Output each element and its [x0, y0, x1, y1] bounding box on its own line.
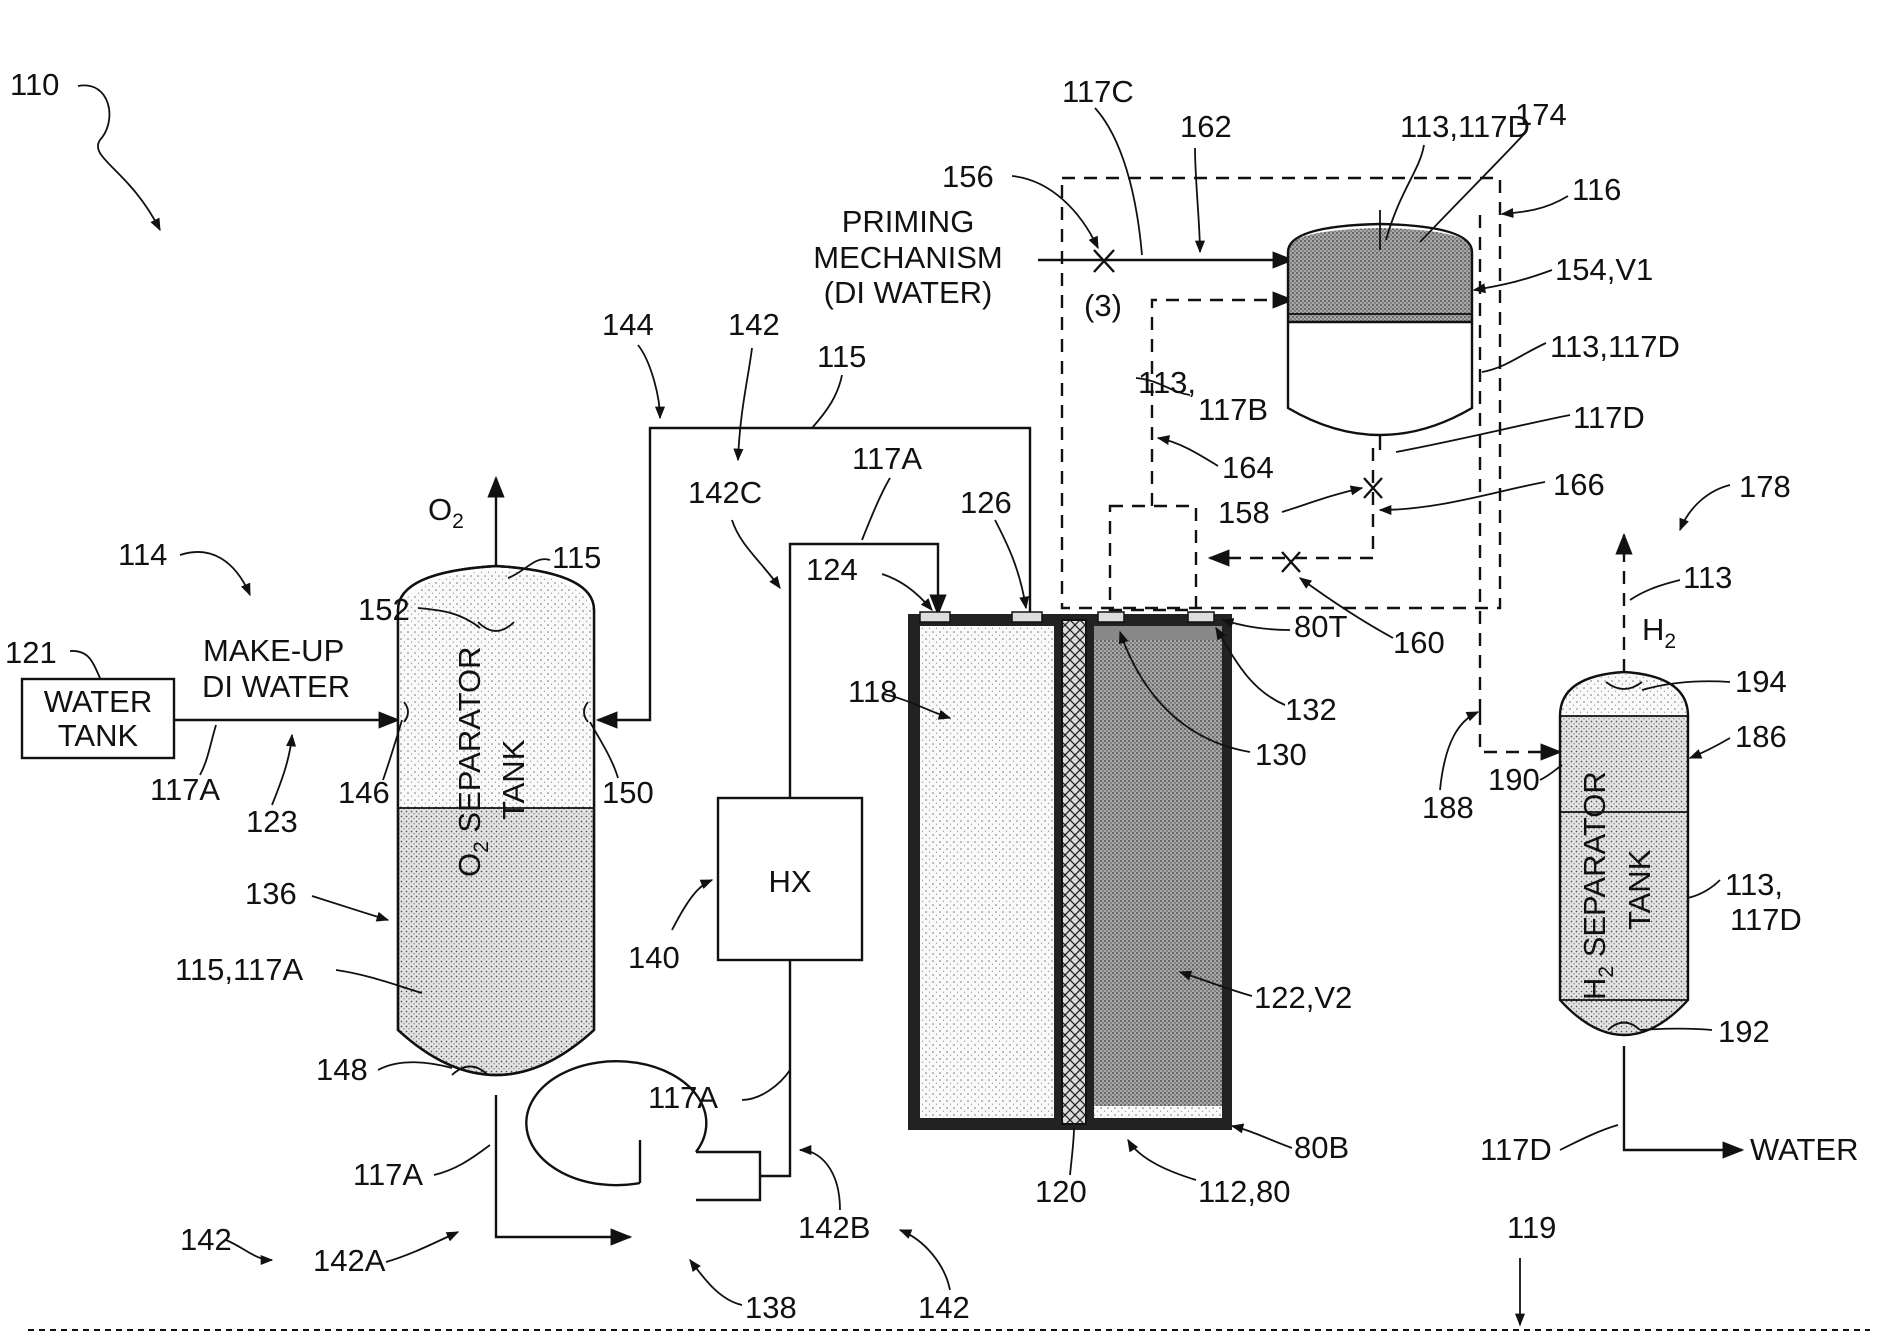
electrolysis-cell: 118 120 112,80 80B 80T 132 130 122,V2: [848, 609, 1352, 1209]
h2-label: H2: [1642, 612, 1676, 653]
ref-113-117B-2: 117B: [1198, 392, 1268, 427]
ref-156: 156: [942, 159, 994, 194]
tank-154-v1: 113,117D 174 116 154,V1 113,117D 117D: [1288, 97, 1680, 452]
ref-115-a: 115: [552, 540, 601, 575]
ref-126: 126: [960, 485, 1012, 520]
ref-113-117D-right-1: 113,: [1725, 867, 1783, 902]
ref-113-117D-mid: 113,117D: [1550, 329, 1680, 364]
priming-label-1: PRIMING: [842, 204, 975, 239]
hx-label: HX: [768, 864, 811, 899]
ref-154-V1: 154,V1: [1555, 252, 1653, 287]
h2-tank-label-1: H2 SEPARATOR: [1577, 771, 1618, 1000]
ref-142-bottom: 142: [918, 1290, 970, 1325]
ref-136: 136: [245, 876, 297, 911]
ref-121: 121: [5, 635, 57, 670]
h2-tank-label-2: TANK: [1622, 849, 1657, 930]
pump-138: 138: [496, 1061, 797, 1325]
water-outlet: WATER 117D: [1480, 1046, 1859, 1167]
ref-130: 130: [1255, 737, 1307, 772]
ref-113-117D-right-2: 117D: [1730, 902, 1802, 937]
ref-117A-a: 117A: [150, 772, 220, 807]
ref-120: 120: [1035, 1174, 1087, 1209]
ref-150: 150: [602, 775, 654, 810]
ref-132: 132: [1285, 692, 1337, 727]
ref-160: 160: [1393, 625, 1445, 660]
ref-164: 164: [1222, 450, 1274, 485]
ref-122-V2: 122,V2: [1254, 980, 1352, 1015]
ref-142B: 142B: [798, 1210, 870, 1245]
valve-count-label: (3): [1084, 288, 1122, 323]
ref-119: 119: [1507, 1210, 1556, 1245]
ref-112-80: 112,80: [1198, 1174, 1291, 1209]
ref-115-117A: 115,117A: [175, 952, 303, 987]
ref-123: 123: [246, 804, 298, 839]
ref-113-117D-top: 113,117D: [1400, 109, 1530, 144]
h2-outlet: H2 113: [1624, 535, 1732, 672]
ref-80T: 80T: [1294, 609, 1347, 644]
ref-142C: 142C: [688, 475, 762, 510]
ref-115-b: 115: [817, 339, 866, 374]
priming-label-2: MECHANISM: [813, 240, 1002, 275]
ref-117D-mid: 117D: [1573, 400, 1645, 435]
ref-146: 146: [338, 775, 390, 810]
ref-178: 178: [1739, 469, 1791, 504]
ref-162: 162: [1180, 109, 1232, 144]
water-tank-label-2: TANK: [58, 718, 139, 753]
ref-117A-c: 117A: [648, 1080, 718, 1115]
ref-117A-d: 117A: [852, 441, 922, 476]
ref-138: 138: [745, 1290, 797, 1325]
ref-190: 190: [1488, 762, 1540, 797]
ref-142-top: 142: [728, 307, 780, 342]
ref-186: 186: [1735, 719, 1787, 754]
ref-140: 140: [628, 940, 680, 975]
ref-188: 188: [1422, 790, 1474, 825]
ref-117A-b: 117A: [353, 1157, 423, 1192]
ref-148: 148: [316, 1052, 368, 1087]
ref-113-right: 113: [1683, 560, 1732, 595]
ref-158: 158: [1218, 495, 1270, 530]
water-tank: WATER TANK 121: [5, 635, 174, 758]
ref-114: 114: [118, 537, 167, 572]
ref-117D-bottom: 117D: [1480, 1132, 1552, 1167]
ref-124: 124: [806, 552, 858, 587]
makeup-label-2: DI WATER: [202, 669, 350, 704]
ref-110: 110: [10, 67, 59, 102]
o2-separator-tank: O2 SEPARATOR TANK: [398, 566, 594, 1075]
makeup-label: MAKE-UP: [203, 633, 344, 668]
ref-144: 144: [602, 307, 654, 342]
ref-174: 174: [1515, 97, 1567, 132]
ref-194: 194: [1735, 664, 1787, 699]
water-out-label: WATER: [1750, 1132, 1859, 1167]
o2-label: O2: [428, 492, 464, 533]
o2-tank-label-2: TANK: [496, 739, 531, 820]
ref-116: 116: [1572, 172, 1621, 207]
ref-152: 152: [358, 592, 410, 627]
figure-reference: 110: [10, 67, 160, 230]
priming-label-3: (DI WATER): [824, 275, 993, 310]
ref-117C: 117C: [1062, 74, 1134, 109]
ref-142A: 142A: [313, 1243, 386, 1278]
ref-80B: 80B: [1294, 1130, 1349, 1165]
ref-166: 166: [1553, 467, 1605, 502]
water-tank-label: WATER: [44, 684, 153, 719]
ref-118: 118: [848, 674, 897, 709]
supply-line-142: HX 140 117A 142B 142 142C 117A 124 126 1…: [180, 441, 1026, 1325]
ref-142-left: 142: [180, 1222, 232, 1257]
ref-192: 192: [1718, 1014, 1770, 1049]
